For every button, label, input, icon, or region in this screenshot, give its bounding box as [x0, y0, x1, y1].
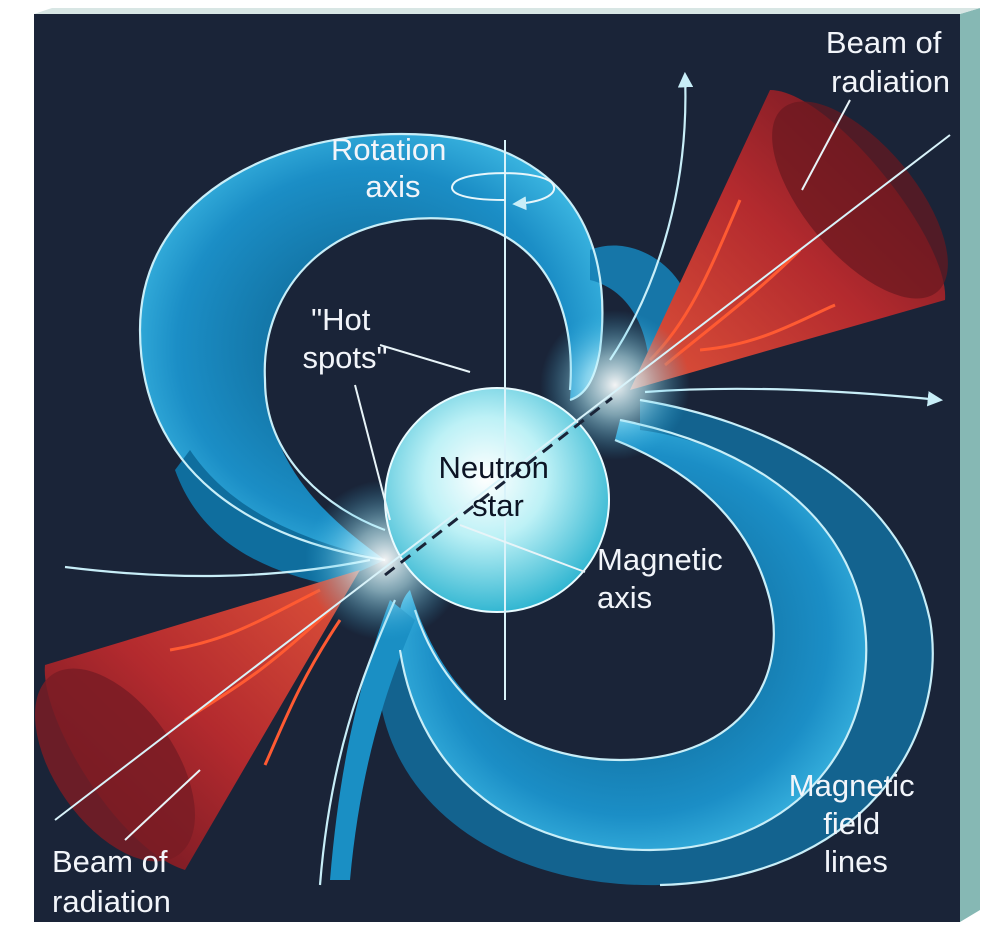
field-line	[398, 418, 868, 852]
beam-bottom-label: Beam of radiation	[52, 844, 176, 919]
field-lines-label: Magnetic field lines	[789, 768, 923, 879]
magnetic-axis-dashed	[384, 396, 613, 577]
rotation-axis-label: Rotation axis	[331, 132, 455, 204]
label-leader-lines	[124, 99, 851, 841]
magnetic-axis-line	[54, 134, 951, 821]
hot-spots-label: "Hot spots"	[302, 302, 387, 375]
radiation-beam-top	[630, 90, 948, 390]
magnetic-axis-label: Magnetic axis	[597, 542, 731, 615]
panel-right-edge	[960, 8, 980, 922]
lower-left-lobe	[330, 600, 415, 880]
lower-right-lobe	[398, 420, 867, 850]
field-line	[263, 217, 572, 532]
panel-top-edge	[34, 8, 980, 14]
field-line	[413, 438, 775, 762]
rotation-arrow-icon	[451, 172, 555, 211]
beam-top-label: Beam of radiation	[826, 25, 950, 99]
neutron-star-label: Neutron star	[439, 450, 558, 523]
upper-left-lobe	[140, 134, 603, 560]
field-line	[639, 398, 934, 887]
